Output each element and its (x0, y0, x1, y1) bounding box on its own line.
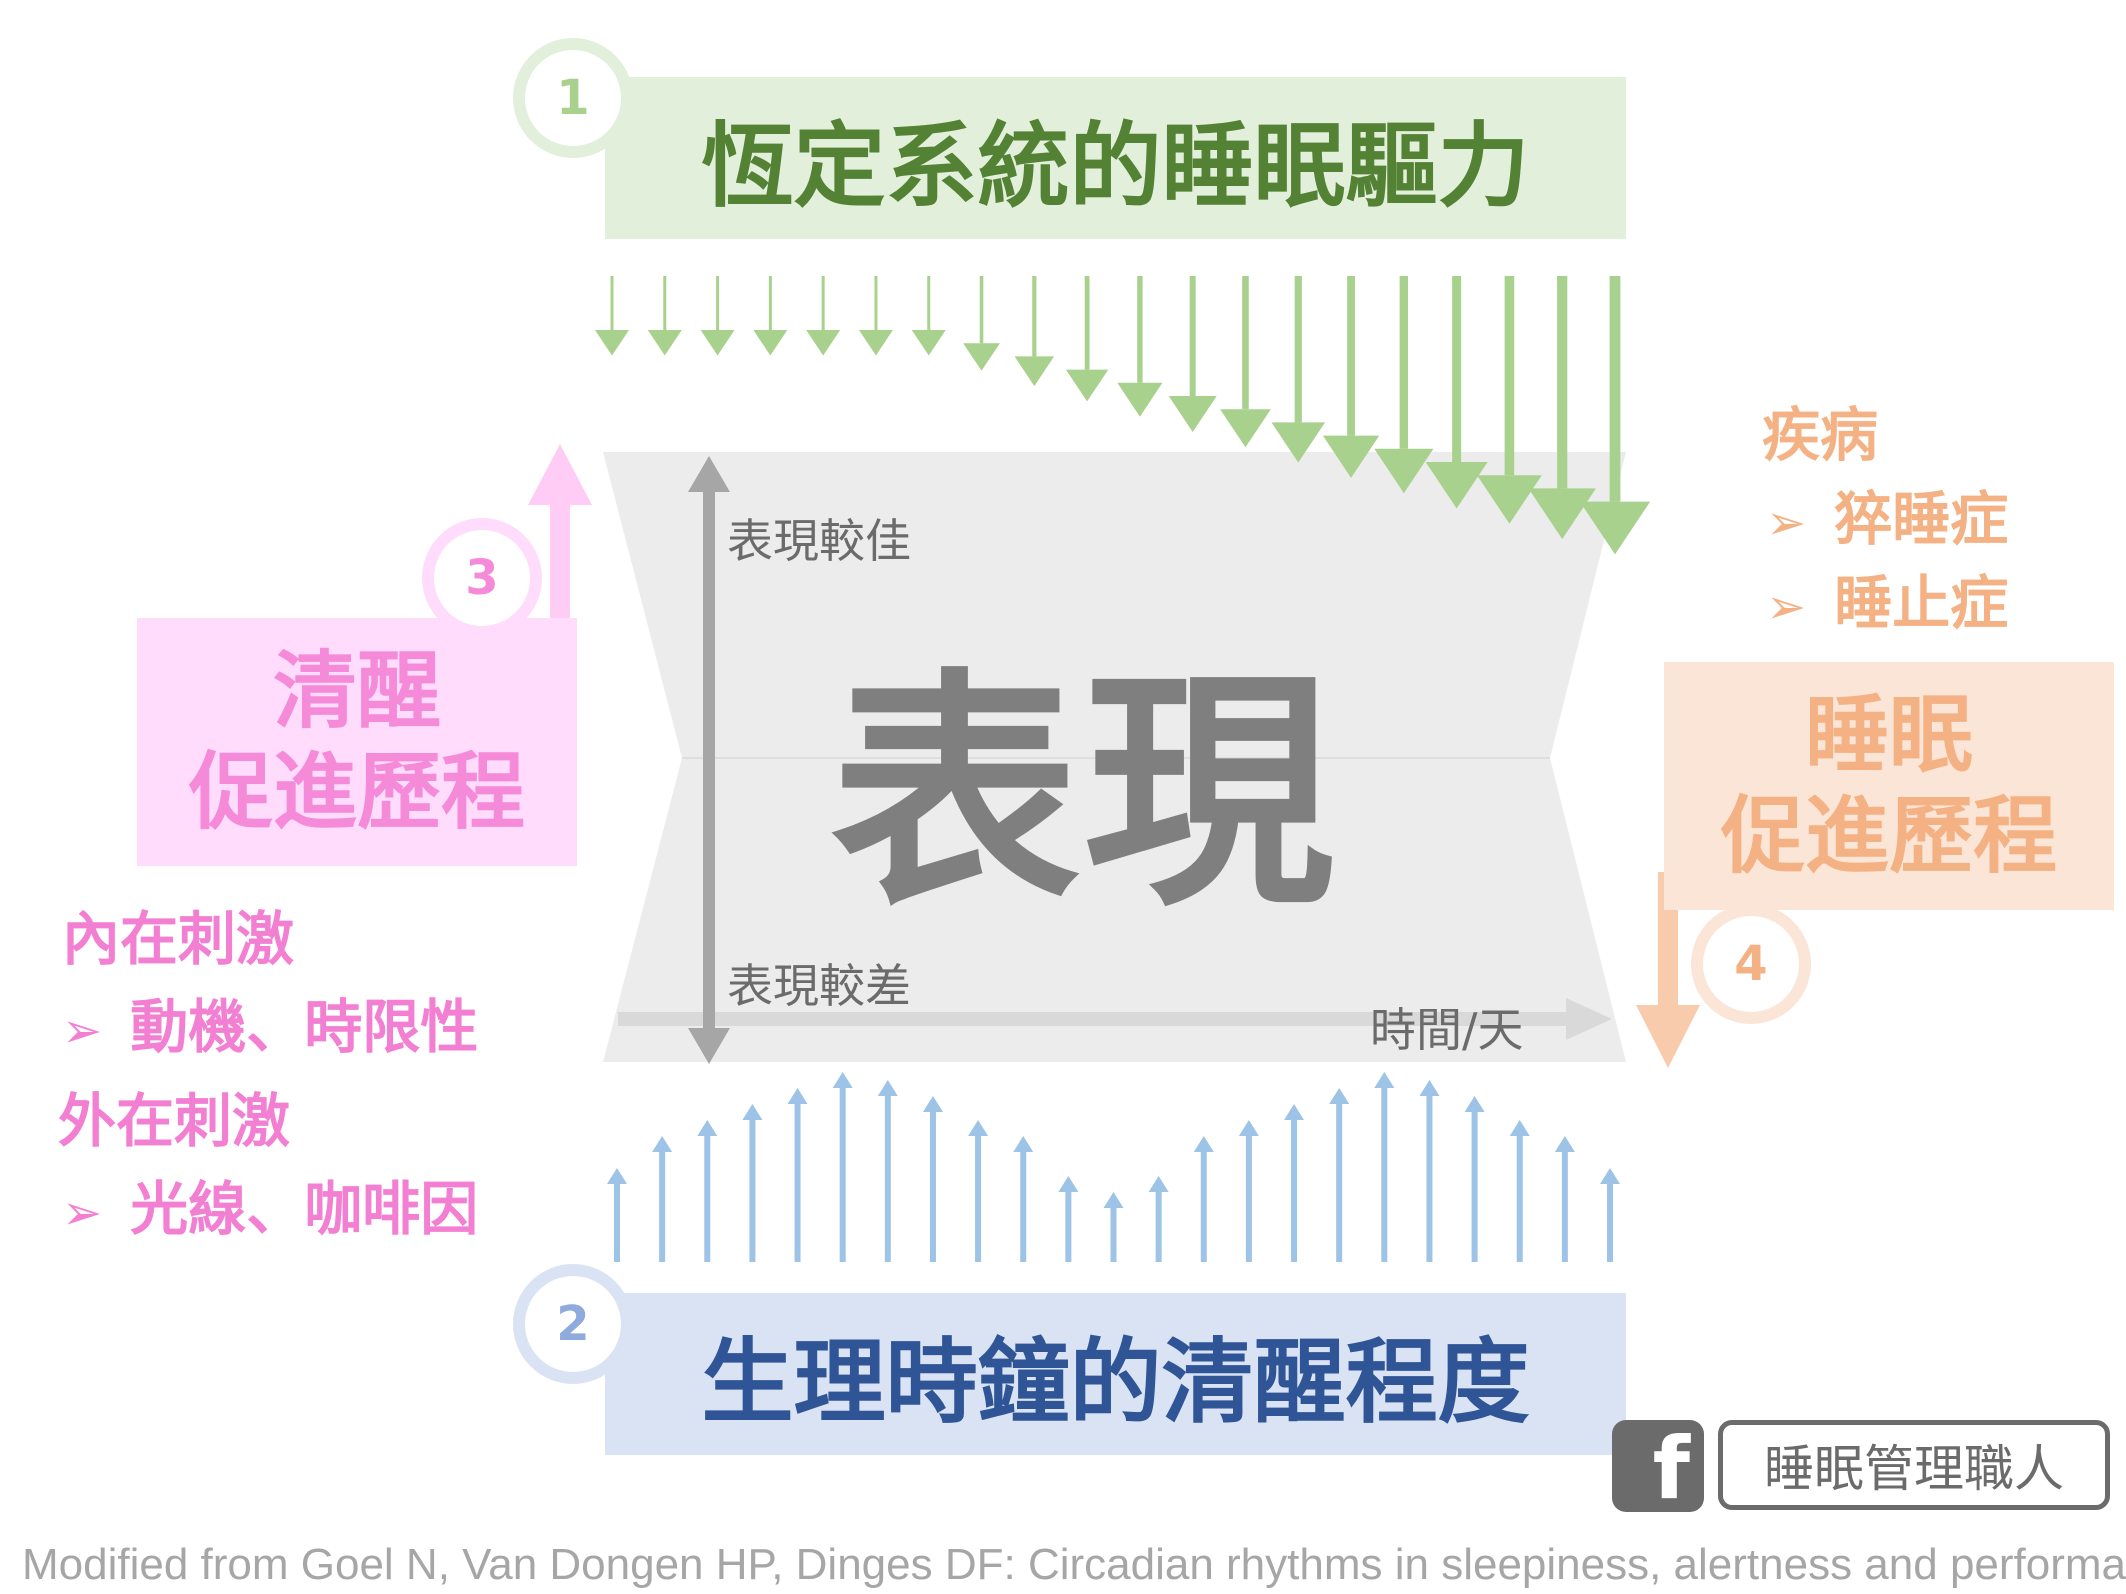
sleep-drive-arrow (1425, 276, 1488, 509)
alertness-arrow (1464, 1096, 1485, 1262)
bullet-arrow-icon: ➢ (62, 1003, 103, 1059)
step-2-badge: 2 (513, 1264, 633, 1384)
wake-process-line2: 促進歷程 (188, 743, 525, 841)
bullet-arrow-icon: ➢ (62, 1185, 103, 1241)
homeostatic-drive-banner: 恆定系統的睡眠驅力 (605, 77, 1626, 239)
sleep-drive-arrow (1065, 276, 1109, 402)
sleep-process-line1: 睡眠 (1804, 686, 1973, 785)
homeostatic-drive-title: 恆定系統的睡眠驅力 (701, 112, 1530, 220)
sleep-drive-arrow (1528, 276, 1597, 540)
sleep-drive-arrow (1271, 276, 1326, 463)
circadian-arrow-group (607, 1072, 1620, 1262)
internal-stimuli-heading: 內在刺激 (62, 905, 295, 973)
alertness-arrow (1419, 1080, 1440, 1262)
step-4-badge: 4 (1691, 904, 1811, 1024)
alertness-arrow (1554, 1136, 1575, 1262)
sleep-drive-arrow (1374, 276, 1434, 494)
illness-item-narcolepsy: 猝睡症 (1834, 485, 2009, 553)
alertness-arrow (1058, 1176, 1079, 1262)
alertness-arrow (1238, 1120, 1259, 1262)
external-stimuli-item: ➢ 光線、咖啡因 (62, 1162, 478, 1246)
external-stimuli-text: 光線、咖啡因 (130, 1175, 479, 1243)
alertness-arrow (922, 1096, 943, 1262)
sleep-drive-arrow (1014, 276, 1055, 387)
alertness-arrow (832, 1072, 853, 1262)
internal-stimuli-text: 動機、時限性 (130, 993, 479, 1061)
alertness-arrow (697, 1120, 718, 1262)
alertness-arrow (652, 1136, 673, 1262)
sleep-drive-arrow (647, 276, 682, 356)
bullet-arrow-icon: ➢ (1766, 495, 1807, 551)
alertness-arrow (1013, 1136, 1034, 1262)
facebook-page-name: 睡眠管理職人 (1764, 1440, 2064, 1498)
sleep-drive-arrow (1168, 276, 1217, 432)
alertness-arrow (1509, 1120, 1530, 1262)
illness-item-sleep-apnea: 睡止症 (1834, 569, 2009, 637)
sleep-process-line2: 促進歷程 (1720, 787, 2057, 885)
sleep-promoting-process-box: 睡眠 促進歷程 (1664, 662, 2114, 910)
alertness-arrow (742, 1104, 763, 1262)
performance-title: 表現 (830, 648, 1338, 939)
step-4-number: 4 (1734, 936, 1768, 992)
step-3-badge: 3 (422, 518, 542, 638)
sleep-drive-arrow (1579, 276, 1651, 555)
step-2-number: 2 (556, 1296, 590, 1352)
alertness-arrow (1103, 1192, 1124, 1262)
circadian-alertness-title: 生理時鐘的清醒程度 (701, 1328, 1530, 1436)
sleep-drive-arrow (595, 276, 629, 356)
performance-worse-label: 表現較差 (727, 959, 911, 1013)
alertness-arrow (1148, 1176, 1169, 1262)
circadian-alertness-banner: 生理時鐘的清醒程度 (605, 1293, 1626, 1455)
bullet-arrow-icon: ➢ (1766, 579, 1807, 635)
time-axis-label: 時間/天 (1370, 1003, 1524, 1057)
sleep-drive-arrow (806, 276, 841, 356)
step-1-number: 1 (556, 70, 590, 126)
alertness-arrow (877, 1080, 898, 1262)
internal-stimuli-item: ➢ 動機、時限性 (62, 980, 478, 1064)
wake-process-line1: 清醒 (272, 642, 441, 741)
time-axis (618, 998, 1612, 1040)
illness-item: ➢ 猝睡症 (1766, 472, 2008, 556)
source-credit: Modified from Goel N, Van Dongen HP, Din… (22, 1540, 2126, 1589)
facebook-icon[interactable]: f (1612, 1420, 1704, 1512)
sleep-drive-arrow (1322, 276, 1380, 478)
sleep-drive-arrow (1477, 276, 1542, 524)
alertness-arrow (1284, 1104, 1305, 1262)
alertness-arrow (787, 1088, 808, 1262)
performance-better-label: 表現較佳 (727, 514, 911, 568)
step-3-number: 3 (465, 550, 499, 606)
alertness-arrow (1193, 1136, 1214, 1262)
sleep-drive-arrow (858, 276, 893, 356)
illness-item: ➢ 睡止症 (1766, 556, 2008, 640)
step-1-badge: 1 (513, 38, 633, 158)
sleep-drive-arrow (753, 276, 788, 356)
facebook-page-name-box[interactable]: 睡眠管理職人 (1718, 1420, 2110, 1510)
alertness-arrow (607, 1168, 627, 1262)
alertness-arrow (1600, 1168, 1620, 1262)
wake-promoting-process-box: 清醒 促進歷程 (137, 618, 577, 866)
sleep-drive-arrow (1117, 276, 1163, 417)
alertness-arrow (968, 1120, 989, 1262)
sleep-drive-arrow (911, 276, 946, 356)
homeostatic-arrow-group (595, 276, 1651, 555)
wake-process-arrow (528, 444, 592, 640)
performance-axis (688, 456, 730, 1064)
facebook-icon-glyph: f (1652, 1420, 1690, 1512)
sleep-drive-arrow (963, 276, 1000, 371)
alertness-arrow (1329, 1088, 1350, 1262)
alertness-arrow (1374, 1072, 1395, 1262)
illness-heading: 疾病 (1762, 401, 1879, 469)
sleep-drive-arrow (700, 276, 735, 356)
sleep-drive-arrow (1220, 276, 1271, 448)
external-stimuli-heading: 外在刺激 (58, 1087, 291, 1155)
